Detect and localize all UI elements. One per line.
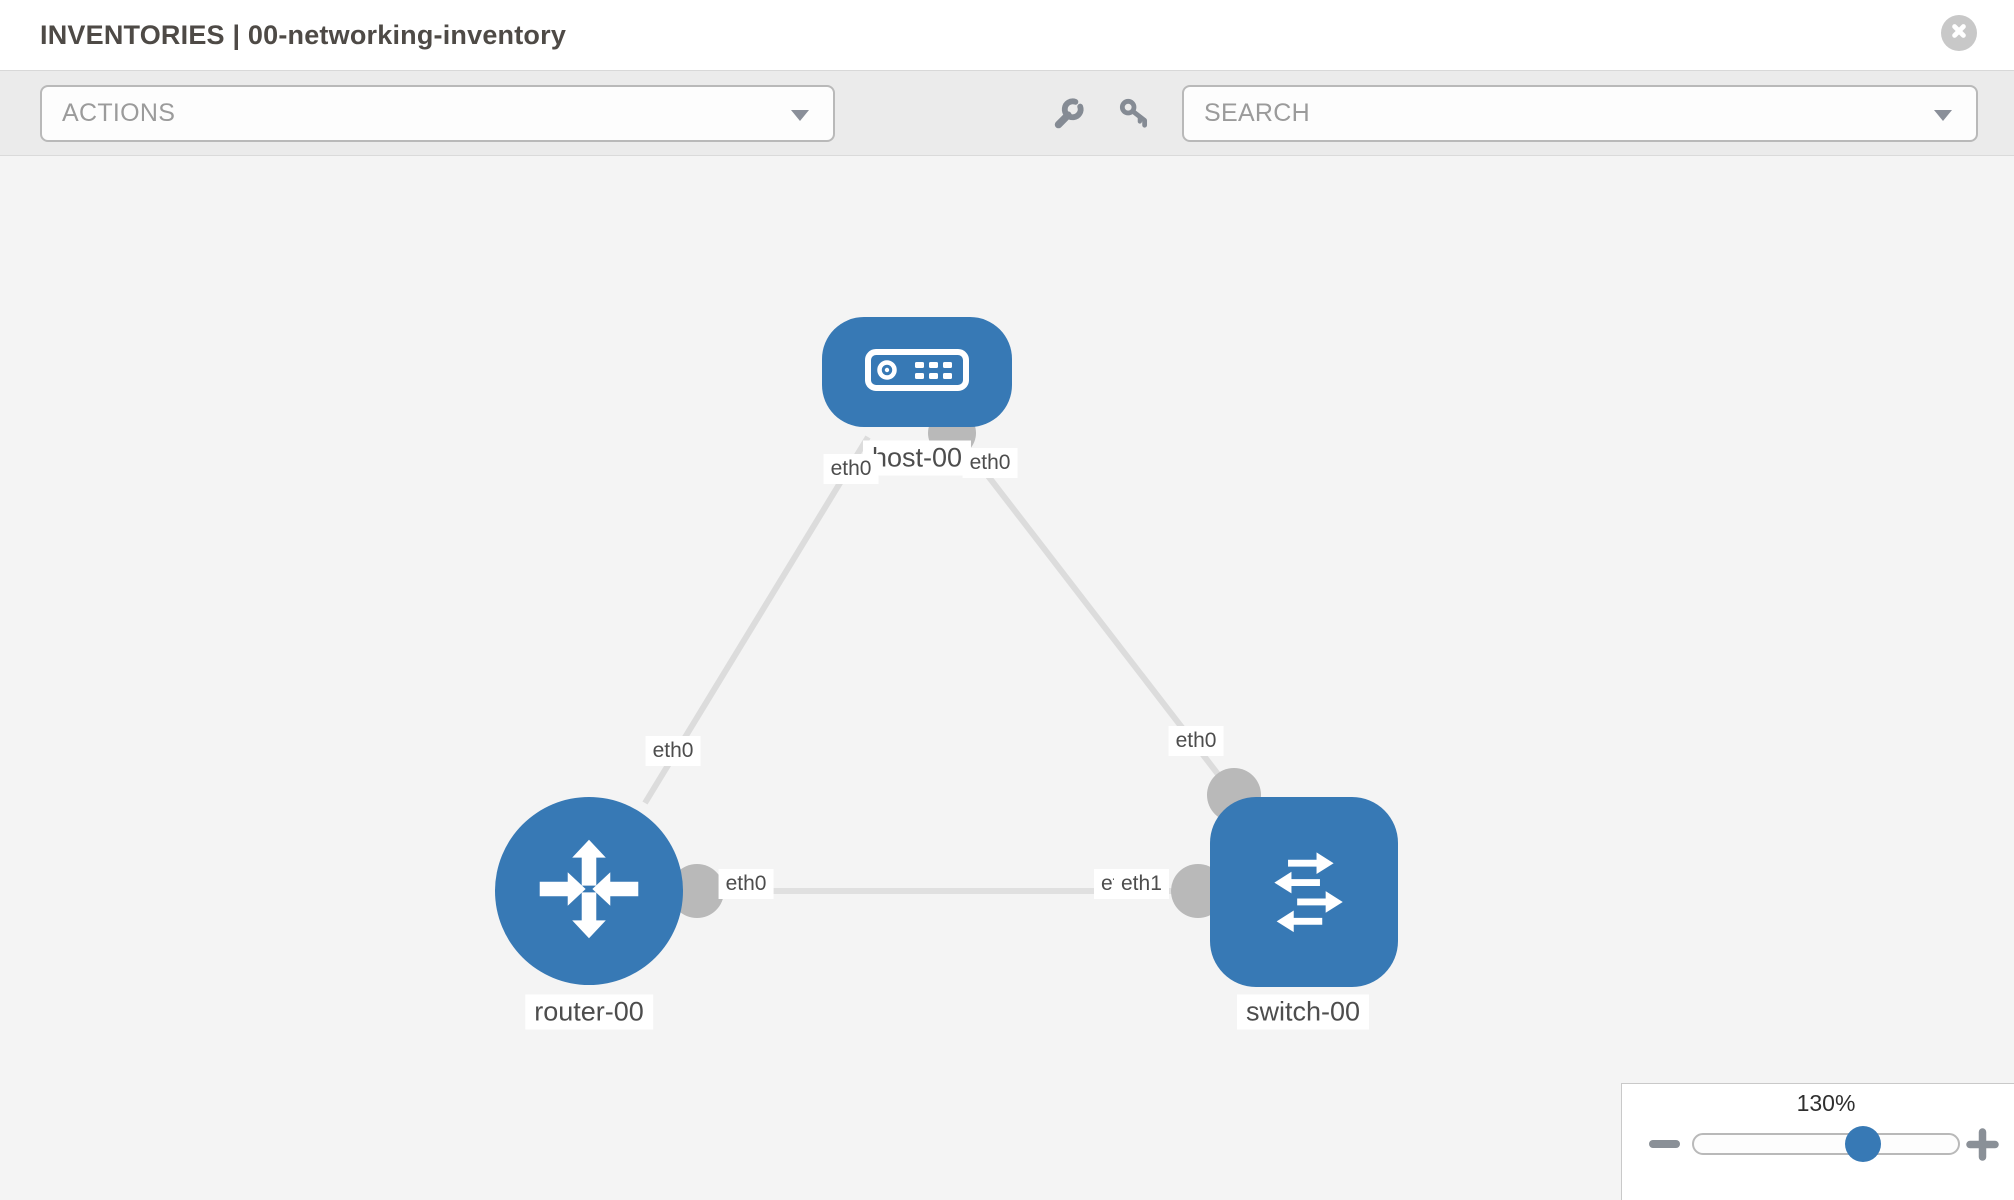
switch-arrows-icon <box>1247 833 1361 952</box>
key-icon <box>1117 98 1151 134</box>
node-switch-00[interactable] <box>1210 797 1398 987</box>
actions-dropdown[interactable]: ACTIONS <box>40 85 835 142</box>
endpoint-dot-router-right <box>670 864 724 918</box>
wrench-icon <box>1050 98 1086 136</box>
zoom-level-value: 130% <box>1796 1090 1856 1116</box>
interface-label-eth0: eth0 <box>1168 726 1224 756</box>
actions-dropdown-label: ACTIONS <box>62 99 176 127</box>
node-host-00[interactable] <box>822 317 1012 427</box>
node-label-host: host-00 <box>862 440 972 476</box>
close-icon <box>1948 20 1970 47</box>
chevron-down-icon <box>1934 110 1952 121</box>
credentials-button[interactable] <box>1117 96 1153 132</box>
zoom-in-button[interactable] <box>1966 1128 1999 1161</box>
interface-label-eth0: eth0 <box>962 448 1018 478</box>
close-button[interactable] <box>1941 15 1977 51</box>
interface-label-eth0: eth0 <box>823 454 879 484</box>
search-dropdown[interactable]: SEARCH <box>1182 85 1978 142</box>
zoom-slider-handle[interactable] <box>1845 1126 1881 1162</box>
zoom-slider-track[interactable] <box>1692 1133 1960 1155</box>
page-title: INVENTORIES | 00-networking-inventory <box>40 20 567 50</box>
search-dropdown-label: SEARCH <box>1204 99 1310 127</box>
router-arrows-icon <box>533 833 645 950</box>
chevron-down-icon <box>791 110 809 121</box>
interface-label-eth0: eth0 <box>645 736 701 766</box>
toolbar: ACTIONS SEARCH <box>0 71 2014 156</box>
interface-label-eth1: eth1 <box>1114 869 1169 899</box>
zoom-control-panel: 130% <box>1621 1083 2014 1200</box>
zoom-out-button[interactable] <box>1649 1140 1680 1148</box>
node-router-00[interactable] <box>495 797 683 985</box>
node-label-switch: switch-00 <box>1236 994 1370 1030</box>
node-label-router: router-00 <box>525 994 653 1030</box>
host-server-icon <box>865 348 969 396</box>
configure-button[interactable] <box>1050 96 1086 132</box>
interface-label-eth0: eth0 <box>718 869 774 899</box>
panel-header: INVENTORIES | 00-networking-inventory <box>0 0 2014 71</box>
